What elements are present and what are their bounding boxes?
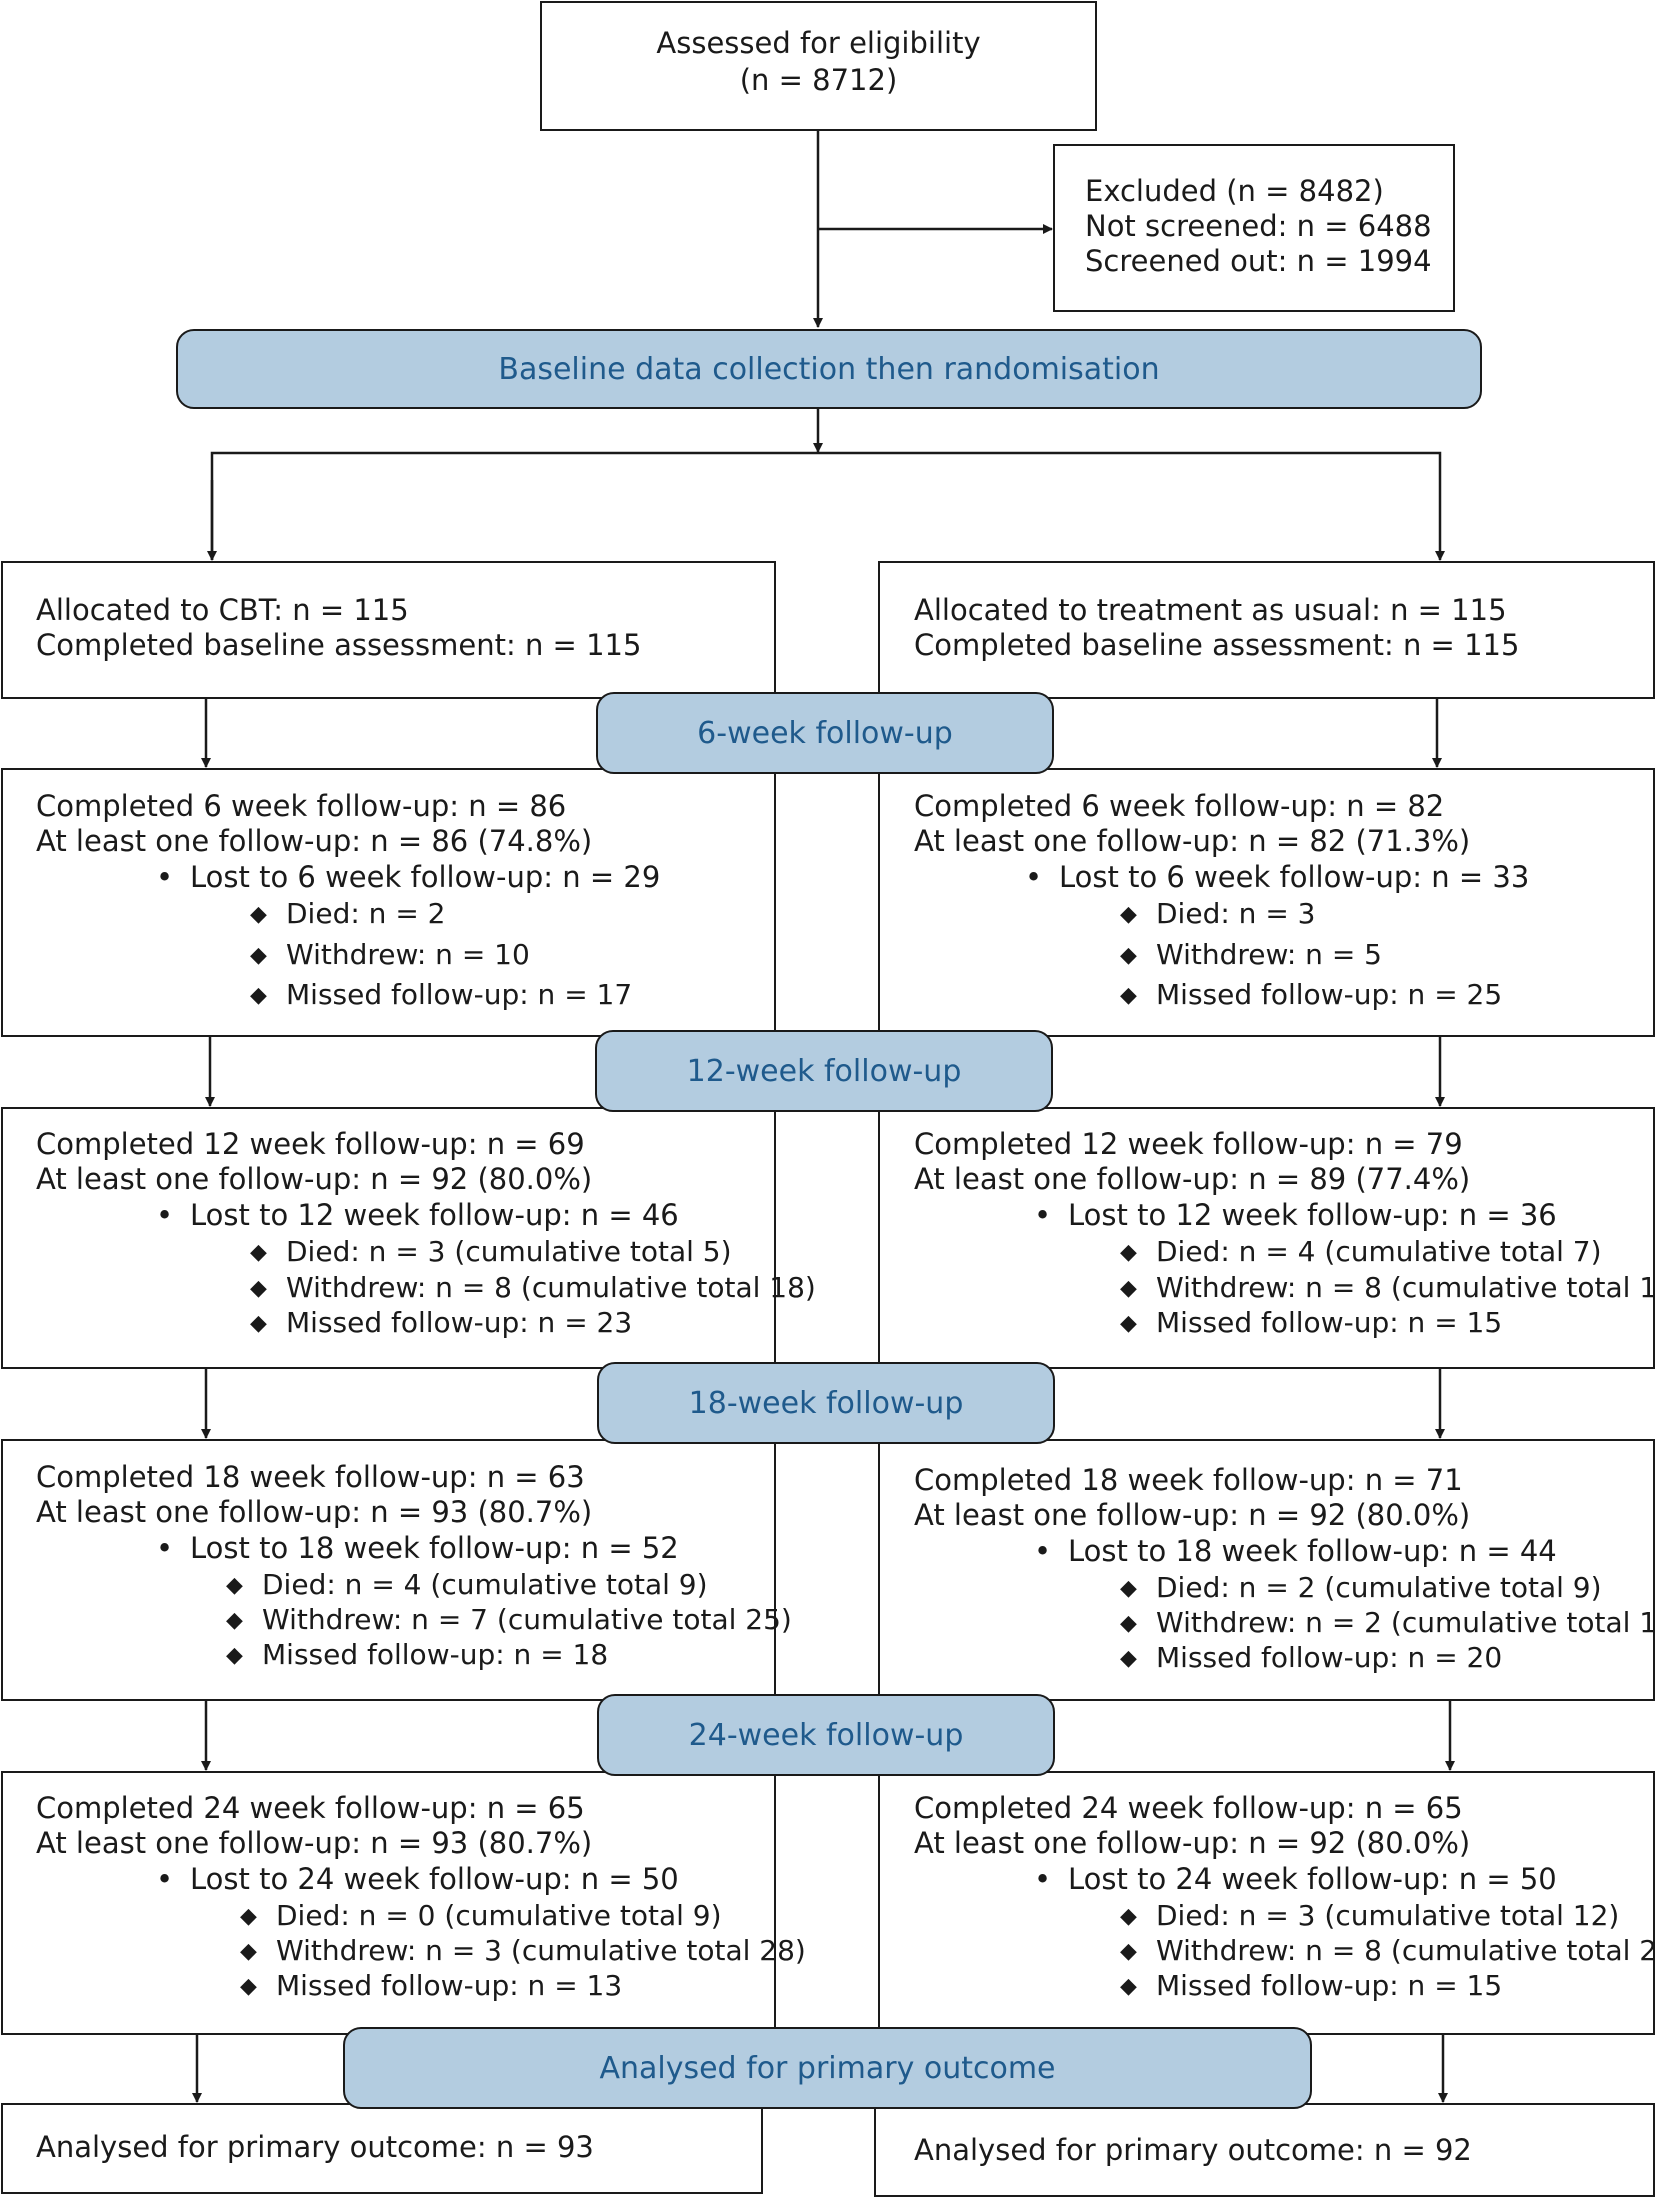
- left-w12-lost: •Lost to 12 week follow-up: n = 46: [156, 1198, 679, 1232]
- left-w24-box: [1, 1771, 776, 2035]
- left-w24-missed: ◆Missed follow-up: n = 13: [240, 1969, 623, 2002]
- right-w12-completed: Completed 12 week follow-up: n = 79: [914, 1127, 1463, 1161]
- left-w24-withdrew: ◆Withdrew: n = 3 (cumulative total 28): [240, 1934, 806, 1967]
- right-w6-missed: ◆Missed follow-up: n = 25: [1120, 978, 1503, 1011]
- excluded-total: Excluded (n = 8482): [1085, 174, 1384, 208]
- left-analysed: Analysed for primary outcome: n = 93: [36, 2130, 594, 2164]
- left-w6-missed: ◆Missed follow-up: n = 17: [250, 978, 633, 1011]
- left-w18-completed: Completed 18 week follow-up: n = 63: [36, 1460, 585, 1494]
- left-w12-atleast: At least one follow-up: n = 92 (80.0%): [36, 1162, 593, 1196]
- right-w12-missed: ◆Missed follow-up: n = 15: [1120, 1306, 1503, 1339]
- right-w6-box: [878, 768, 1655, 1037]
- right-w6-atleast: At least one follow-up: n = 82 (71.3%): [914, 824, 1471, 858]
- left-w24-atleast: At least one follow-up: n = 93 (80.7%): [36, 1826, 593, 1860]
- right-w12-withdrew: ◆Withdrew: n = 8 (cumulative total 13): [1120, 1271, 1656, 1304]
- left-w12-died: ◆Died: n = 3 (cumulative total 5): [250, 1235, 732, 1268]
- w12-stage: 12-week follow-up: [595, 1030, 1053, 1112]
- left-w6-completed: Completed 6 week follow-up: n = 86: [36, 789, 567, 823]
- left-w18-missed: ◆Missed follow-up: n = 18: [226, 1638, 609, 1671]
- w6-stage: 6-week follow-up: [596, 692, 1054, 774]
- left-w18-lost: •Lost to 18 week follow-up: n = 52: [156, 1531, 679, 1565]
- right-w18-completed: Completed 18 week follow-up: n = 71: [914, 1463, 1463, 1497]
- right-w24-completed: Completed 24 week follow-up: n = 65: [914, 1791, 1463, 1825]
- excluded-not-screened: Not screened: n = 6488: [1085, 209, 1432, 243]
- left-w18-box: [1, 1439, 776, 1701]
- right-w24-died: ◆Died: n = 3 (cumulative total 12): [1120, 1899, 1620, 1932]
- right-w24-withdrew: ◆Withdrew: n = 8 (cumulative total 23): [1120, 1934, 1656, 1967]
- right-w18-missed: ◆Missed follow-up: n = 20: [1120, 1641, 1503, 1674]
- right-w12-lost: •Lost to 12 week follow-up: n = 36: [1034, 1198, 1557, 1232]
- right-w12-atleast: At least one follow-up: n = 89 (77.4%): [914, 1162, 1471, 1196]
- right-allocation-box: [878, 561, 1655, 699]
- right-w24-atleast: At least one follow-up: n = 92 (80.0%): [914, 1826, 1471, 1860]
- left-w18-died: ◆Died: n = 4 (cumulative total 9): [226, 1568, 708, 1601]
- analysed-stage: Analysed for primary outcome: [343, 2027, 1312, 2109]
- right-analysed: Analysed for primary outcome: n = 92: [914, 2133, 1472, 2167]
- excluded-box: [1053, 144, 1455, 312]
- left-w6-box: [1, 768, 776, 1037]
- left-w12-withdrew: ◆Withdrew: n = 8 (cumulative total 18): [250, 1271, 816, 1304]
- left-w12-completed: Completed 12 week follow-up: n = 69: [36, 1127, 585, 1161]
- right-w18-withdrew: ◆Withdrew: n = 2 (cumulative total 15): [1120, 1606, 1656, 1639]
- left-w18-withdrew: ◆Withdrew: n = 7 (cumulative total 25): [226, 1603, 792, 1636]
- eligibility-count: (n = 8712): [739, 63, 898, 97]
- right-allocated: Allocated to treatment as usual: n = 115: [914, 593, 1507, 627]
- left-w24-completed: Completed 24 week follow-up: n = 65: [36, 1791, 585, 1825]
- excluded-screened-out: Screened out: n = 1994: [1085, 244, 1432, 278]
- right-w18-box: [878, 1439, 1655, 1701]
- right-w18-atleast: At least one follow-up: n = 92 (80.0%): [914, 1498, 1471, 1532]
- right-w18-lost: •Lost to 18 week follow-up: n = 44: [1034, 1534, 1557, 1568]
- left-w12-missed: ◆Missed follow-up: n = 23: [250, 1306, 633, 1339]
- right-w12-box: [878, 1107, 1655, 1369]
- w18-stage: 18-week follow-up: [597, 1362, 1055, 1444]
- left-w6-withdrew: ◆Withdrew: n = 10: [250, 938, 530, 971]
- left-allocation-box: [1, 561, 776, 699]
- left-w6-died: ◆Died: n = 2: [250, 897, 446, 930]
- left-baseline-completed: Completed baseline assessment: n = 115: [36, 628, 642, 662]
- right-w24-box: [878, 1771, 1655, 2035]
- right-w24-missed: ◆Missed follow-up: n = 15: [1120, 1969, 1503, 2002]
- right-w12-died: ◆Died: n = 4 (cumulative total 7): [1120, 1235, 1602, 1268]
- eligibility-box: [540, 1, 1097, 131]
- left-w6-lost: •Lost to 6 week follow-up: n = 29: [156, 860, 661, 894]
- left-w18-atleast: At least one follow-up: n = 93 (80.7%): [36, 1495, 593, 1529]
- left-w12-box: [1, 1107, 776, 1369]
- right-w6-lost: •Lost to 6 week follow-up: n = 33: [1025, 860, 1530, 894]
- left-w24-died: ◆Died: n = 0 (cumulative total 9): [240, 1899, 722, 1932]
- left-w6-atleast: At least one follow-up: n = 86 (74.8%): [36, 824, 593, 858]
- left-w24-lost: •Lost to 24 week follow-up: n = 50: [156, 1862, 679, 1896]
- right-w18-died: ◆Died: n = 2 (cumulative total 9): [1120, 1571, 1602, 1604]
- split-line: [210, 451, 1445, 561]
- baseline-stage: Baseline data collection then randomisat…: [176, 329, 1482, 409]
- left-allocated: Allocated to CBT: n = 115: [36, 593, 409, 627]
- right-w24-lost: •Lost to 24 week follow-up: n = 50: [1034, 1862, 1557, 1896]
- right-w6-completed: Completed 6 week follow-up: n = 82: [914, 789, 1445, 823]
- w24-stage: 24-week follow-up: [597, 1694, 1055, 1776]
- right-baseline-completed: Completed baseline assessment: n = 115: [914, 628, 1520, 662]
- right-w6-died: ◆Died: n = 3: [1120, 897, 1316, 930]
- right-w6-withdrew: ◆Withdrew: n = 5: [1120, 938, 1382, 971]
- eligibility-label: Assessed for eligibility: [656, 26, 981, 60]
